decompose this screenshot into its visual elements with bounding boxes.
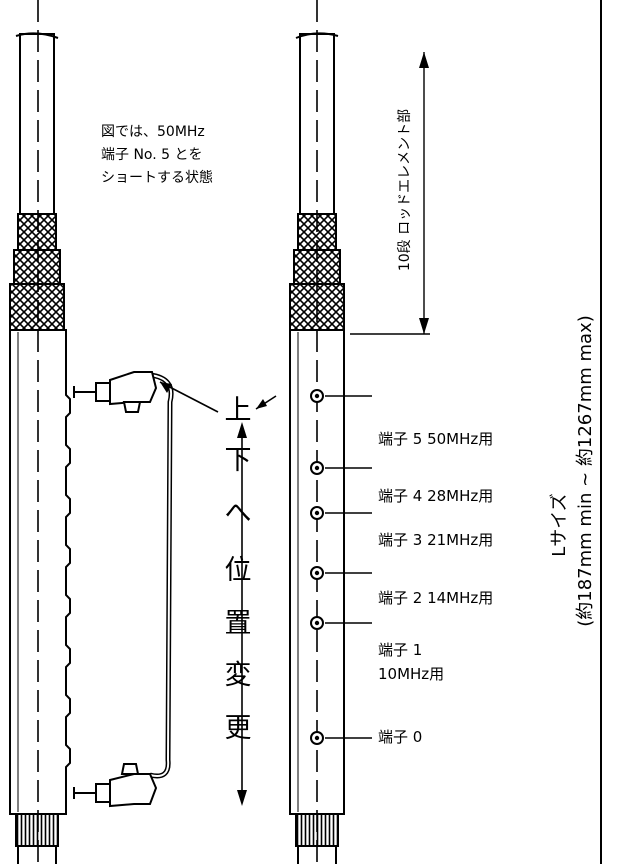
move-double-arrow: [237, 422, 247, 806]
terminal-marker-dot: [314, 620, 320, 626]
length-label: Lサイズ: [549, 493, 570, 557]
lower-clip: [73, 763, 158, 808]
left-rod: [19, 33, 55, 217]
move-char-5: 置: [224, 608, 252, 639]
upper-clip: [73, 371, 158, 413]
terminal-label-3: 端子 3 21MHz用: [378, 531, 494, 549]
jumper-cable: [73, 371, 174, 808]
terminal-label-1-sub: 10MHz用: [378, 665, 445, 683]
left-connector: [15, 813, 59, 847]
left-collar-1: [17, 213, 57, 251]
terminal-label-5: 端子 5 50MHz用: [378, 430, 494, 448]
note-line-2: 端子 No. 5 とを: [101, 147, 203, 163]
left-body: [9, 329, 71, 815]
terminal-marker-dot: [314, 735, 320, 741]
terminal-marker-dot: [314, 393, 320, 399]
terminal-label-0: 端子 0: [378, 728, 423, 746]
move-char-4: 位: [224, 555, 252, 586]
move-char-2: 下: [224, 445, 252, 476]
terminal-marker-dot: [314, 465, 320, 471]
section-label: 10段 ロッドエレメント部: [397, 108, 413, 272]
terminal-label-4: 端子 4 28MHz用: [378, 487, 494, 505]
left-collar-2: [13, 249, 61, 285]
note-line-1: 図では、50MHz: [101, 124, 205, 140]
left-collar-3: [9, 283, 65, 331]
terminal-label-1: 端子 1: [378, 641, 423, 659]
move-char-7: 更: [224, 713, 252, 744]
terminal-marker-dot: [314, 510, 320, 516]
note-line-3: ショートする状態: [101, 170, 213, 186]
left-antenna: [9, 0, 71, 864]
terminal-markers: [310, 389, 372, 745]
move-char-3: へ: [224, 498, 252, 529]
move-char-1: 上: [224, 395, 252, 426]
length-range: (約187mm min ~ 約1267mm max): [575, 315, 596, 627]
terminal-label-2: 端子 2 14MHz用: [378, 589, 494, 607]
terminal-marker-dot: [314, 570, 320, 576]
section-dimension: [350, 52, 430, 335]
move-char-6: 変: [224, 660, 252, 691]
